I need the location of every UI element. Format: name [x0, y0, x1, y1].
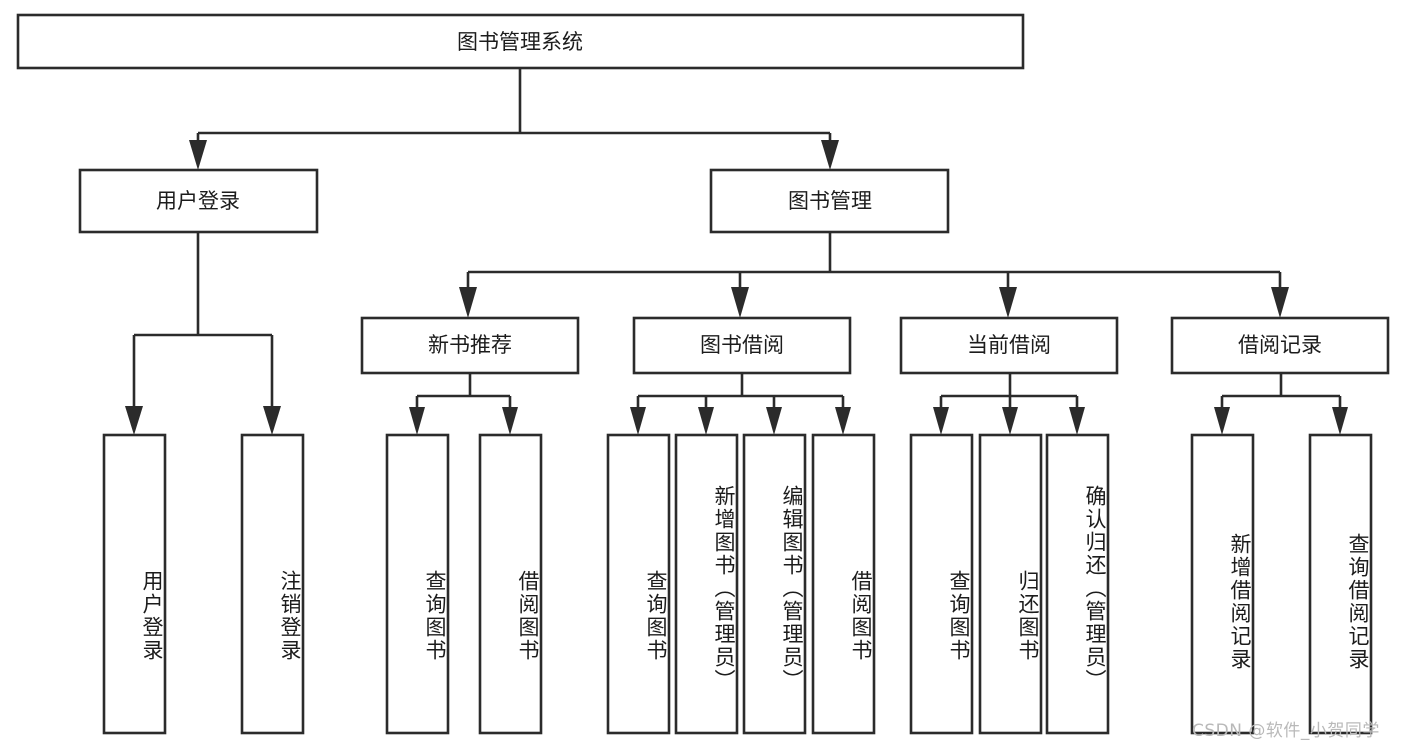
- arrowhead-leaf-query-book-current: [933, 407, 949, 435]
- node-leaf-query-book-rec[interactable]: [385, 433, 450, 735]
- label-borrow-record: 借阅记录: [1238, 333, 1322, 357]
- node-leaf-borrow-book[interactable]: [811, 433, 876, 735]
- arrowhead-book-management: [821, 140, 839, 170]
- arrowhead-user-login: [189, 140, 207, 170]
- arrowhead-new-book-recommend: [459, 287, 477, 318]
- arrowhead-leaf-user-login: [125, 406, 143, 435]
- label-book-management: 图书管理: [788, 189, 872, 213]
- arrowhead-current-borrow: [999, 287, 1017, 318]
- arrowhead-borrow-record: [1271, 287, 1289, 318]
- arrowhead-book-borrow: [731, 287, 749, 318]
- label-user-login: 用户登录: [156, 189, 240, 213]
- node-leaf-add-book-admin[interactable]: [674, 433, 739, 735]
- arrowhead-leaf-add-book-admin: [698, 407, 714, 435]
- arrowhead-leaf-user-logout: [263, 406, 281, 435]
- arrowhead-leaf-return-book: [1002, 407, 1018, 435]
- node-leaf-confirm-return-admin[interactable]: [1045, 433, 1110, 735]
- label-root: 图书管理系统: [457, 30, 583, 54]
- label-book-borrow: 图书借阅: [700, 333, 784, 357]
- node-label-group: 图书管理系统 用户登录 图书管理 新书推荐 图书借阅 当前借阅 借阅记录: [156, 30, 1322, 357]
- arrowhead-leaf-edit-book-admin: [766, 407, 782, 435]
- node-current-borrow[interactable]: [899, 316, 1119, 375]
- arrowhead-leaf-query-book-rec: [409, 407, 425, 435]
- node-leaf-query-book-current[interactable]: [909, 433, 974, 735]
- arrowhead-leaf-query-book-borrow: [630, 407, 646, 435]
- label-new-book-recommend: 新书推荐: [428, 333, 512, 357]
- label-current-borrow: 当前借阅: [967, 333, 1051, 357]
- node-root[interactable]: [16, 13, 1025, 70]
- node-box-group: [16, 13, 1390, 735]
- arrowhead-leaf-add-borrow-record: [1214, 407, 1230, 435]
- arrowhead-leaf-confirm-return-admin: [1069, 407, 1085, 435]
- node-leaf-add-borrow-record[interactable]: [1190, 433, 1255, 735]
- node-leaf-edit-book-admin[interactable]: [742, 433, 807, 735]
- node-borrow-record[interactable]: [1170, 316, 1390, 375]
- node-leaf-user-logout[interactable]: [240, 433, 305, 735]
- node-leaf-query-borrow-record[interactable]: [1308, 433, 1373, 735]
- csdn-watermark: CSDN @软件_小贺同学: [1192, 721, 1380, 741]
- node-leaf-user-login[interactable]: [102, 433, 167, 735]
- node-book-borrow[interactable]: [632, 316, 852, 375]
- node-leaf-query-book-borrow[interactable]: [606, 433, 671, 735]
- arrowhead-leaf-borrow-book: [835, 407, 851, 435]
- node-user-login[interactable]: [78, 168, 319, 234]
- arrowhead-leaf-borrow-book-rec: [502, 407, 518, 435]
- node-leaf-return-book[interactable]: [978, 433, 1043, 735]
- node-leaf-borrow-book-rec[interactable]: [478, 433, 543, 735]
- connector-group: [125, 68, 1348, 435]
- node-new-book-recommend[interactable]: [360, 316, 580, 375]
- arrowhead-leaf-query-borrow-record: [1332, 407, 1348, 435]
- node-book-management[interactable]: [709, 168, 950, 234]
